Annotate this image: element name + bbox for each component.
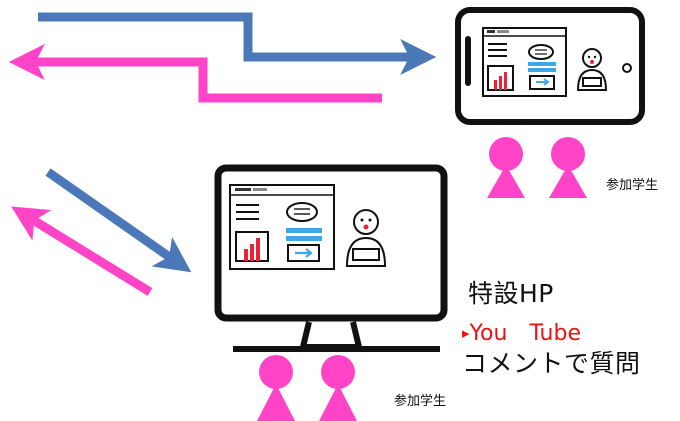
upload-arrow-blue [38,12,437,75]
comment-question-label: コメントで質問 [462,349,641,378]
pc-upload-arrow-blue [45,168,192,273]
tablet-participants [487,137,587,198]
person-icon [319,355,357,421]
presenter-icon [576,48,608,91]
tablet-icon [455,7,645,125]
person-icon [487,137,525,198]
bar-chart-icon [487,65,514,91]
download-arrow-pink [8,44,382,103]
tablet-participants-label: 参加学生 [606,178,659,193]
special-site-label: 特設HP [468,279,554,308]
bar-chart-icon [235,231,269,262]
tablet-screen [482,27,567,97]
pc-download-arrow-pink [11,206,153,296]
monitor-icon [214,164,448,352]
person-icon [257,355,295,421]
youtube-line: ▸You Tube [462,315,581,347]
person-icon [549,137,587,198]
youtube-marker-icon: ▸ [462,324,470,342]
youtube-label: You Tube [469,321,581,346]
presenter-icon [345,209,387,267]
monitor-screen [229,184,335,270]
pc-participants-label: 参加学生 [394,394,447,409]
speech-bubble-icon [528,44,554,60]
speech-bubble-icon [286,202,318,222]
pc-participants [257,355,357,421]
